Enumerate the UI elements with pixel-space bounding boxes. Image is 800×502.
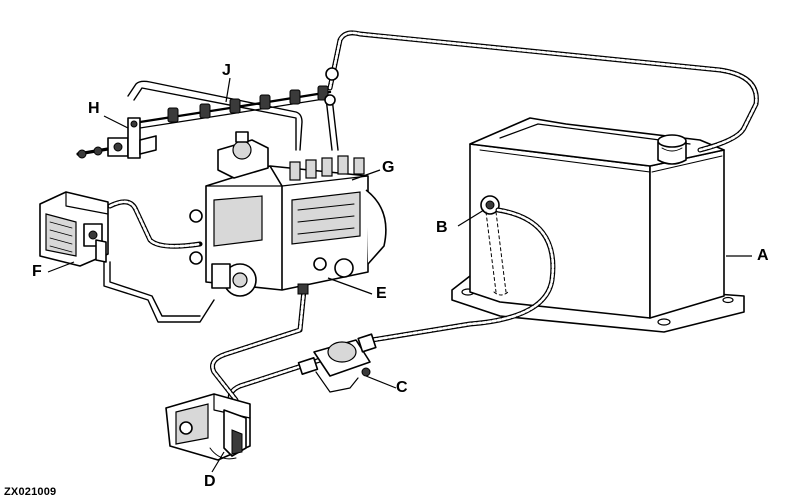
banjo-bolt-assembly bbox=[76, 117, 157, 159]
fuel-filter bbox=[297, 333, 377, 393]
figure-reference: ZX021009 bbox=[4, 486, 57, 498]
callout-h: H bbox=[88, 100, 100, 117]
leak-off-fittings bbox=[167, 67, 339, 123]
fuel-tank bbox=[451, 117, 745, 333]
leader-lines bbox=[47, 77, 752, 473]
callout-e: E bbox=[376, 285, 387, 302]
injection-pump bbox=[189, 131, 387, 297]
callout-c: C bbox=[396, 379, 408, 396]
callout-f: F bbox=[32, 263, 42, 280]
steel-lines bbox=[103, 80, 339, 323]
delivery-valves bbox=[289, 155, 365, 181]
callout-d: D bbox=[204, 473, 216, 490]
controller-unit bbox=[39, 191, 109, 267]
callout-b: B bbox=[436, 219, 448, 236]
leak-off-line bbox=[76, 67, 339, 159]
callout-j: J bbox=[222, 62, 231, 79]
callout-g: G bbox=[382, 159, 395, 176]
lift-pump bbox=[165, 393, 251, 461]
callout-a: A bbox=[757, 247, 769, 264]
